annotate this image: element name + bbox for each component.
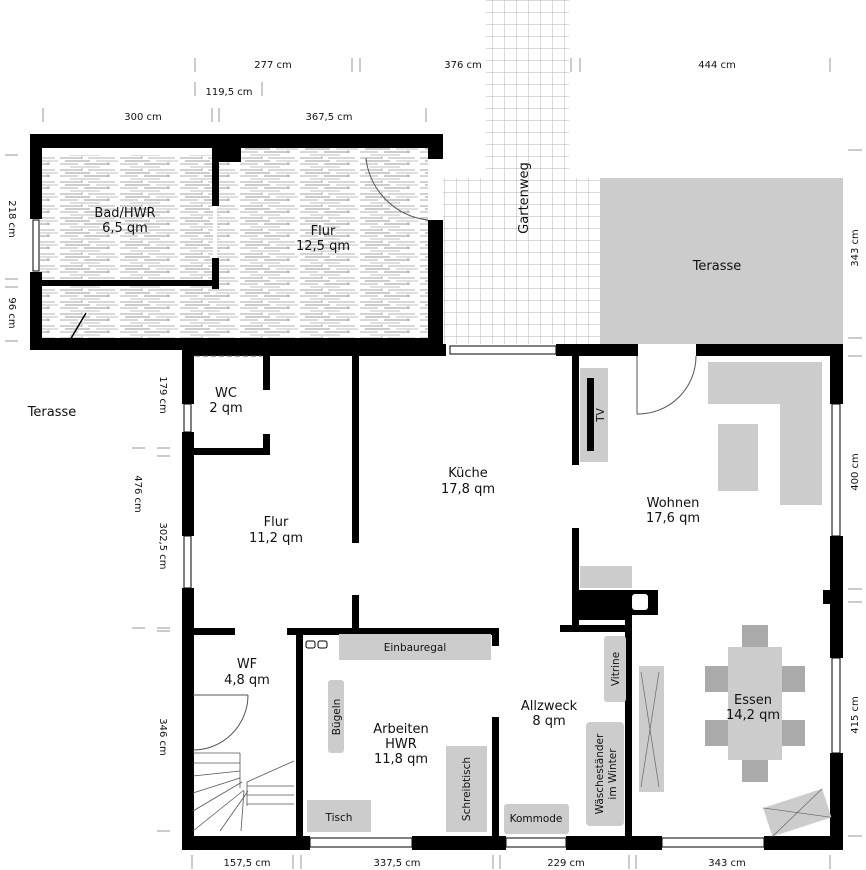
tisch-label: Tisch — [325, 812, 353, 824]
dim-top-444: 444 cm — [698, 60, 736, 71]
vitrine-label: Vitrine — [610, 652, 622, 686]
chair — [742, 760, 768, 782]
room-wohnen-area: 17,6 qm — [646, 511, 700, 526]
stairs — [192, 752, 295, 832]
room-kueche-area: 17,8 qm — [441, 482, 495, 497]
room-arbeiten-name2: HWR — [385, 737, 417, 752]
room-arbeiten-name: Arbeiten — [373, 722, 428, 737]
kommode — [504, 804, 569, 834]
dim-bottom-157-5: 157,5 cm — [223, 858, 270, 869]
tv-label: TV — [595, 407, 607, 422]
dim-right-343: 343 cm — [850, 229, 861, 267]
dim-top-119-5: 119,5 cm — [205, 87, 252, 98]
room-flur-area: 11,2 qm — [249, 531, 303, 546]
kommode-label: Kommode — [510, 813, 563, 825]
vitrine — [604, 636, 626, 702]
room-essen-area: 14,2 qm — [726, 708, 780, 723]
tv — [587, 378, 594, 451]
furniture — [305, 362, 832, 837]
room-allzweck-area: 8 qm — [532, 714, 565, 729]
chair — [781, 720, 805, 746]
room-wc-area: 2 qm — [209, 401, 242, 416]
dim-left-179: 179 cm — [157, 376, 168, 414]
chair — [742, 625, 768, 647]
dimension-ticks — [5, 58, 862, 869]
coffee-table — [718, 424, 758, 491]
buegeln-label: Bügeln — [331, 699, 343, 736]
room-kueche-name: Küche — [448, 466, 488, 481]
schreibtisch — [446, 746, 487, 832]
terrace-main-label: Terasse — [692, 259, 742, 274]
dim-top-376: 376 cm — [444, 60, 482, 71]
tisch — [307, 800, 371, 832]
room-flur-name: Flur — [264, 515, 289, 530]
dimension-labels: 277 cm 376 cm 444 cm 119,5 cm 300 cm 367… — [6, 60, 861, 869]
gartenweg-label: Gartenweg — [517, 162, 532, 234]
room-bad-name: Bad/HWR — [94, 206, 155, 221]
dim-bottom-343: 343 cm — [708, 858, 746, 869]
dim-left-476: 476 cm — [132, 475, 143, 513]
walls — [30, 134, 843, 850]
waeschestaender-label: Wäscheständer — [594, 733, 606, 814]
dim-bottom-337-5: 337,5 cm — [373, 858, 420, 869]
chair — [705, 720, 729, 746]
dim-top-367-5: 367,5 cm — [305, 112, 352, 123]
windows — [32, 219, 841, 848]
terrace-main — [600, 178, 843, 344]
furniture-labels: TV Einbauregal Bügeln Schreibtisch Tisch… — [325, 407, 622, 825]
room-labels: Bad/HWR 6,5 qm Flur 12,5 qm WC 2 qm Flur… — [27, 162, 780, 767]
dim-left-96: 96 cm — [6, 297, 17, 328]
annex-floor — [40, 148, 440, 340]
dim-top-300: 300 cm — [124, 112, 162, 123]
einbauregal-label: Einbauregal — [384, 642, 447, 654]
room-wc-name: WC — [215, 386, 237, 401]
doors — [69, 157, 697, 751]
terrace-left-label: Terasse — [27, 405, 77, 420]
room-essen-name: Essen — [734, 693, 772, 708]
sofa — [708, 362, 822, 505]
kitchen-counter — [580, 566, 632, 588]
room-wf-area: 4,8 qm — [224, 673, 270, 688]
dining-table — [728, 647, 782, 760]
room-wf-name: WF — [237, 657, 257, 672]
chair — [705, 666, 729, 692]
gartenweg-path — [443, 0, 600, 344]
waeschestaender-label-2: im Winter — [607, 748, 619, 800]
waeschestaender — [586, 722, 624, 826]
room-wohnen-name: Wohnen — [647, 496, 700, 511]
room-allzweck-name: Allzweck — [521, 699, 578, 714]
dim-top-277: 277 cm — [254, 60, 292, 71]
room-flur-oben-area: 12,5 qm — [296, 239, 350, 254]
chair — [781, 666, 805, 692]
room-bad-area: 6,5 qm — [102, 221, 148, 236]
buegeln — [328, 680, 344, 753]
dim-left-302-5: 302,5 cm — [157, 522, 168, 569]
schreibtisch-label: Schreibtisch — [461, 757, 473, 821]
dim-left-346: 346 cm — [157, 718, 168, 756]
room-arbeiten-area: 11,8 qm — [374, 752, 428, 767]
dim-bottom-229: 229 cm — [547, 858, 585, 869]
dim-left-218: 218 cm — [6, 200, 17, 238]
stove-knob — [632, 594, 648, 610]
dim-right-400: 400 cm — [850, 453, 861, 491]
einbauregal — [339, 634, 491, 660]
room-flur-oben-name: Flur — [311, 224, 336, 239]
dim-right-415: 415 cm — [850, 696, 861, 734]
